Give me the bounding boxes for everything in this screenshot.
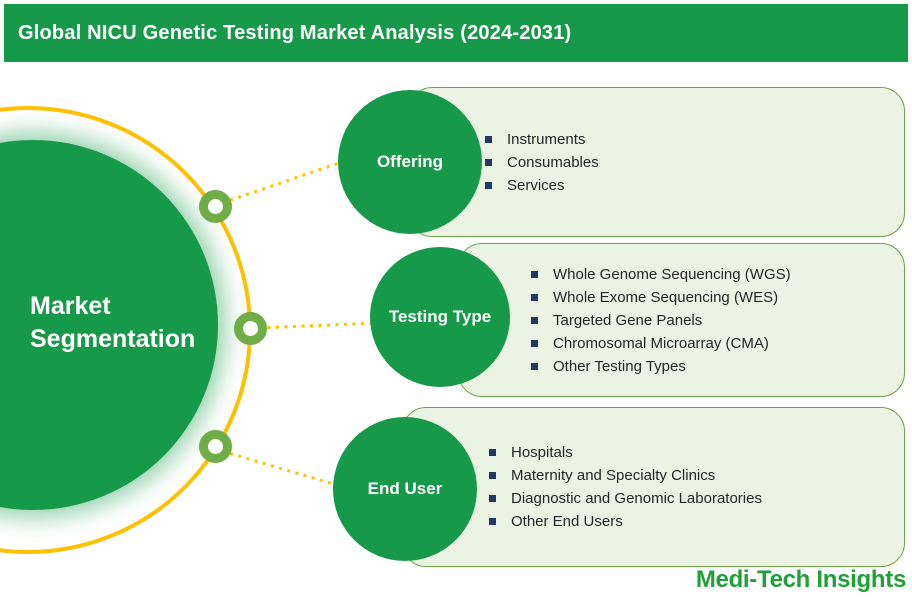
orbit-node-offering (199, 190, 232, 223)
title-bar: Global NICU Genetic Testing Market Analy… (4, 4, 908, 62)
list-item: Consumables (485, 151, 894, 174)
list-item: Other End Users (489, 510, 894, 533)
connector-line-offering (221, 160, 343, 205)
orbit-node-end-user (199, 430, 232, 463)
list-item: Maternity and Specialty Clinics (489, 464, 894, 487)
connector-line-testing-type (258, 321, 377, 330)
list-item: Diagnostic and Genomic Laboratories (489, 487, 894, 510)
list-item: Hospitals (489, 441, 894, 464)
list-item: Services (485, 174, 894, 197)
segment-circle-offering: Offering (338, 90, 482, 234)
segment-box-offering: Instruments Consumables Services (408, 87, 905, 237)
connector-line-end-user (221, 449, 341, 488)
end-user-item-list: Hospitals Maternity and Specialty Clinic… (403, 408, 904, 566)
orbit-node-testing-type (234, 312, 267, 345)
segment-label: Offering (376, 152, 444, 171)
testing-type-item-list: Whole Genome Sequencing (WGS) Whole Exom… (459, 244, 904, 396)
offering-item-list: Instruments Consumables Services (409, 88, 904, 236)
segment-label: Testing Type (388, 307, 492, 326)
page-title: Global NICU Genetic Testing Market Analy… (18, 21, 572, 44)
medi-tech-insights-logo: Medi-Tech Insights (695, 566, 906, 593)
segment-circle-end-user: End User (333, 417, 477, 561)
hub-label: Market Segmentation (30, 292, 196, 353)
list-item: Chromosomal Microarray (CMA) (531, 332, 894, 355)
list-item: Whole Exome Sequencing (WES) (531, 286, 894, 309)
list-item: Other Testing Types (531, 355, 894, 378)
list-item: Instruments (485, 128, 894, 151)
segment-circle-testing-type: Testing Type (370, 247, 510, 387)
list-item: Whole Genome Sequencing (WGS) (531, 263, 894, 286)
segment-label: End User (367, 479, 443, 498)
segment-box-testing-type: Whole Genome Sequencing (WGS) Whole Exom… (458, 243, 905, 397)
segment-box-end-user: Hospitals Maternity and Specialty Clinic… (402, 407, 905, 567)
list-item: Targeted Gene Panels (531, 309, 894, 332)
